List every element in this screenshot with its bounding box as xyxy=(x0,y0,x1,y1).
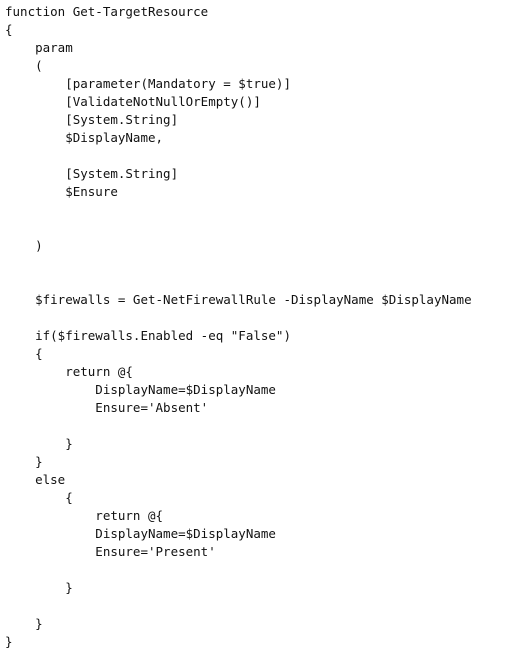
code-line: Ensure='Present' xyxy=(5,544,216,559)
code-block: function Get-TargetResource { param ( [pa… xyxy=(5,3,521,651)
code-line: } xyxy=(5,616,43,631)
code-line: DisplayName=$DisplayName xyxy=(5,526,276,541)
code-line xyxy=(5,273,521,291)
code-line xyxy=(5,255,521,273)
code-line: $firewalls = Get-NetFirewallRule -Displa… xyxy=(5,292,472,307)
code-line: return @{ xyxy=(5,364,133,379)
code-line: if($firewalls.Enabled -eq "False") xyxy=(5,328,291,343)
code-line: ) xyxy=(5,238,43,253)
code-line: [parameter(Mandatory = $true)] xyxy=(5,76,291,91)
code-line: [System.String] xyxy=(5,166,179,181)
code-line xyxy=(5,561,521,579)
code-line xyxy=(5,201,521,219)
code-line: $Ensure xyxy=(5,184,118,199)
code-line: { xyxy=(5,490,73,505)
code-line xyxy=(5,417,521,435)
code-line: [System.String] xyxy=(5,112,179,127)
code-line xyxy=(5,219,521,237)
code-line: } xyxy=(5,454,43,469)
code-line: ( xyxy=(5,58,43,73)
code-line: $DisplayName, xyxy=(5,130,164,145)
code-line: Ensure='Absent' xyxy=(5,400,209,415)
code-line: return @{ xyxy=(5,508,164,523)
code-line: function Get-TargetResource xyxy=(5,4,209,19)
code-line xyxy=(5,597,521,615)
code-line: { xyxy=(5,22,13,37)
code-line: [ValidateNotNullOrEmpty()] xyxy=(5,94,261,109)
code-line: else xyxy=(5,472,66,487)
code-line: } xyxy=(5,634,13,649)
code-line: DisplayName=$DisplayName xyxy=(5,382,276,397)
code-line: } xyxy=(5,580,73,595)
code-line: { xyxy=(5,346,43,361)
code-line xyxy=(5,147,521,165)
code-line: param xyxy=(5,40,73,55)
code-line xyxy=(5,309,521,327)
code-line: } xyxy=(5,436,73,451)
